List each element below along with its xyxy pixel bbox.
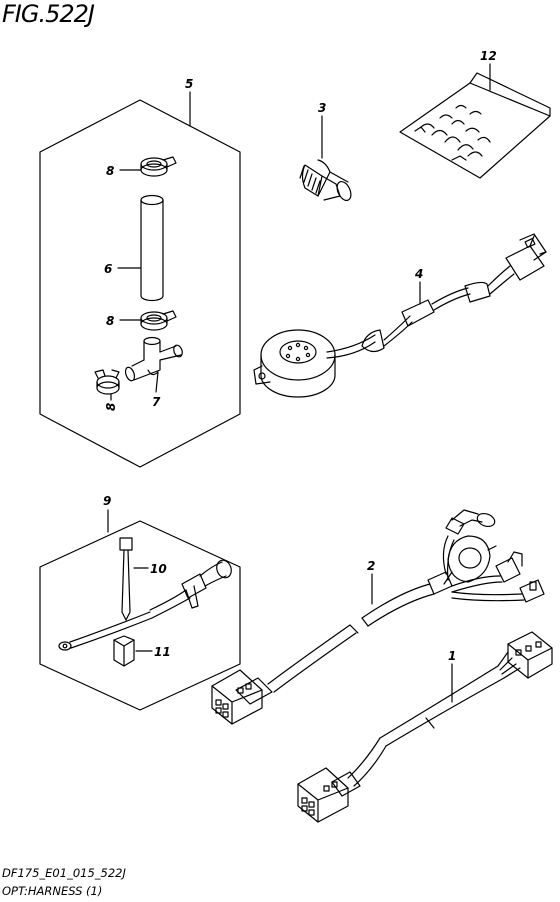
figure-code: DF175_E01_015_522J (2, 866, 126, 880)
callout-10: 10 (150, 562, 167, 576)
kit-9-outline (39, 520, 241, 711)
buzzer-harness-icon (253, 233, 547, 398)
harness-icon (297, 631, 553, 823)
tee-joint-icon (124, 336, 183, 382)
callout-6: 6 (104, 262, 112, 276)
figure-name: OPT:HARNESS (1) (2, 884, 103, 898)
kit-group-5 (39, 99, 241, 468)
callout-7: 7 (152, 395, 161, 409)
callout-8-top: 8 (106, 164, 114, 178)
callout-1: 1 (448, 649, 456, 663)
hose-icon (140, 194, 164, 302)
kit-5-outline (39, 99, 241, 468)
callout-8-middle: 8 (106, 314, 114, 328)
clip-icon-middle (140, 310, 177, 331)
plug-fitting-icon (299, 159, 352, 202)
connector-icon (113, 635, 135, 667)
figure-title: FIG.522J (2, 0, 95, 28)
harness-with-branches-icon (211, 509, 545, 725)
cable-tie-icon (119, 537, 133, 621)
bag-icon (399, 72, 551, 179)
kit-group-9 (39, 520, 241, 711)
ground-wire-icon (58, 559, 232, 651)
clip-icon-bottom (94, 369, 120, 395)
callout-3: 3 (318, 101, 326, 115)
callout-5: 5 (185, 77, 193, 91)
callout-11: 11 (154, 645, 171, 659)
callout-4: 4 (414, 267, 423, 281)
callout-2: 2 (367, 559, 375, 573)
callout-8-bottom: 8 (104, 403, 118, 411)
callout-9: 9 (103, 494, 111, 508)
clip-icon-top (140, 156, 177, 177)
callout-12: 12 (480, 49, 497, 63)
